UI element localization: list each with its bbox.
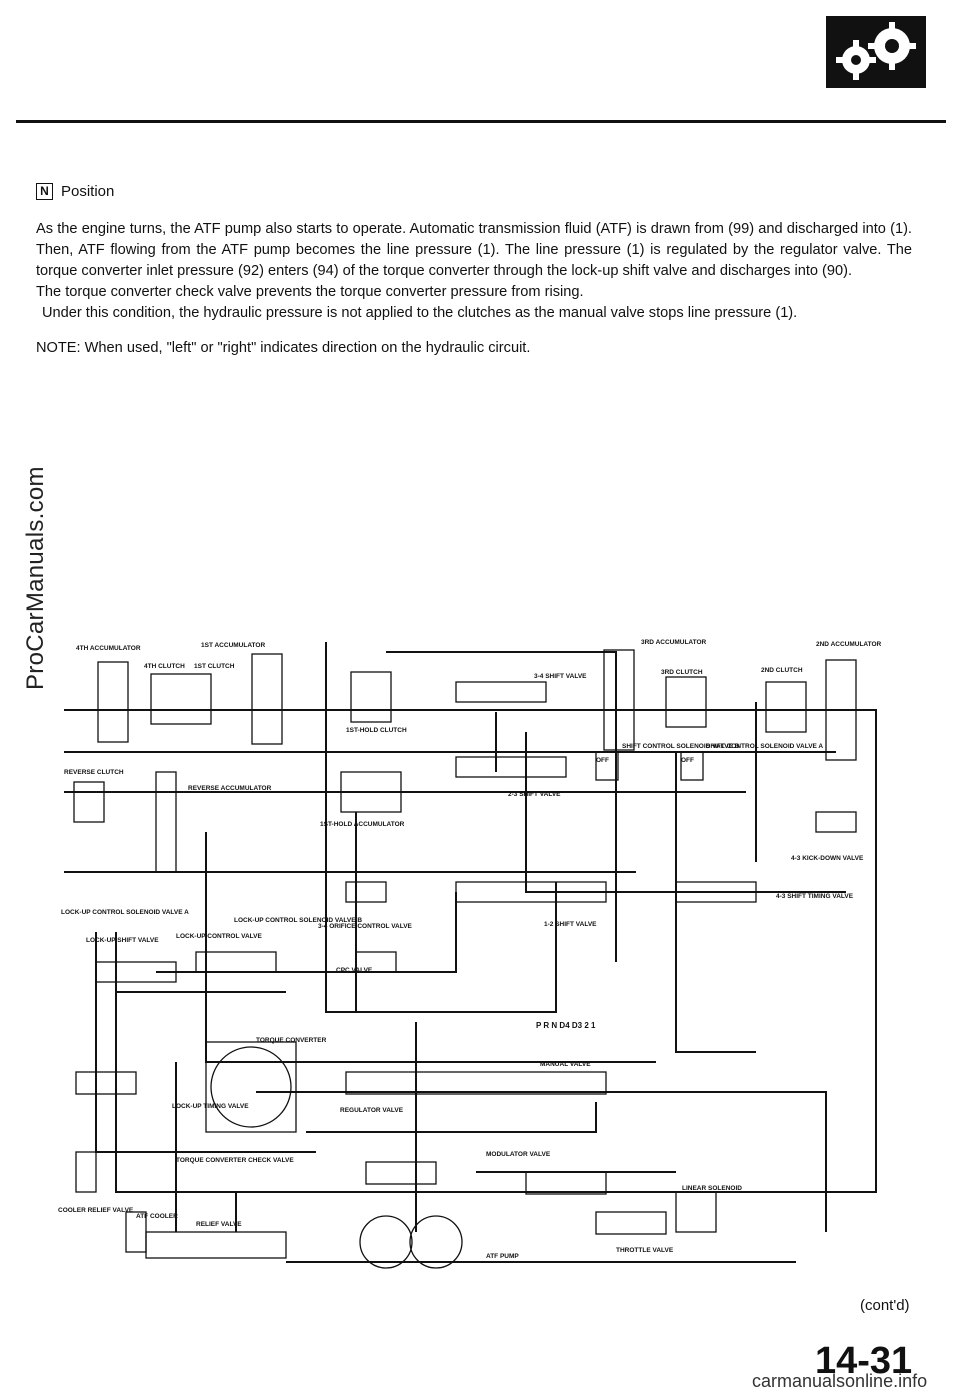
label-4th-accumulator: 4TH ACCUMULATOR [76,645,141,652]
gears-icon [826,16,926,88]
page-number: 14-31 [815,1340,913,1382]
label-2-3-shift-valve: 2-3 SHIFT VALVE [508,791,561,798]
label-lockup-timing-valve: LOCK-UP TIMING VALVE [172,1103,249,1110]
label-atf-cooler: ATF COOLER [136,1213,178,1220]
position-word: Position [61,183,115,200]
label-regulator-valve: REGULATOR VALVE [340,1107,404,1114]
continued-note: (cont'd) [860,1297,910,1314]
label-reverse-accumulator: REVERSE ACCUMULATOR [188,785,272,792]
label-orifice-control-valve: 3-4 ORIFICE CONTROL VALVE [318,923,413,930]
label-lockup-control-valve: LOCK-UP CONTROL VALVE [176,933,262,940]
paragraph-1: As the engine turns, the ATF pump also s… [36,221,912,279]
label-3rd-accumulator: 3RD ACCUMULATOR [641,639,707,646]
label-cooler-relief-valve: COOLER RELIEF VALVE [58,1207,134,1214]
label-2nd-clutch: 2ND CLUTCH [761,667,803,674]
label-solenoid-b: SHIFT CONTROL SOLENOID VALVE B [622,743,740,750]
label-manual-valve: MANUAL VALVE [540,1061,591,1068]
label-cpc-valve: CPC VALVE [336,967,373,974]
footer-watermark: carmanualsonline.info [752,1371,928,1391]
label-1st-clutch: 1ST CLUTCH [194,663,235,670]
label-atf-pump: ATF PUMP [486,1253,519,1260]
label-3rd-clutch: 3RD CLUTCH [661,669,703,676]
section-heading: N Position [36,183,114,200]
label-lockup-solenoid-b: LOCK-UP CONTROL SOLENOID VALVE B [234,917,362,924]
label-kickdown-valve: 4-3 KICK-DOWN VALVE [791,855,864,862]
header-rule [16,120,946,123]
label-1st-accumulator: 1ST ACCUMULATOR [201,642,265,649]
label-1st-hold-accumulator: 1ST-HOLD ACCUMULATOR [320,821,405,828]
paragraph-2: The torque converter check valve prevent… [36,284,584,300]
label-lockup-shift-valve: LOCK-UP SHIFT VALVE [86,937,159,944]
label-selector-positions: P R N D4 D3 2 1 [536,1021,596,1030]
paragraph-3: Under this condition, the hydraulic pres… [42,305,798,321]
label-lockup-solenoid-a: LOCK-UP CONTROL SOLENOID VALVE A [61,909,189,916]
label-3-4-shift-valve: 3-4 SHIFT VALVE [534,673,587,680]
label-1-2-shift-valve: 1-2 SHIFT VALVE [544,921,597,928]
label-reverse-clutch: REVERSE CLUTCH [64,769,124,776]
note: NOTE: When used, "left" or "right" indic… [36,340,531,356]
label-4th-clutch: 4TH CLUTCH [144,663,185,670]
label-solenoid-a: SHIFT CONTROL SOLENOID VALVE A [706,743,823,750]
label-off-a: OFF [681,757,694,764]
label-off-b: OFF [596,757,609,764]
hydraulic-circuit-diagram: 4TH ACCUMULATOR 1ST ACCUMULATOR 3RD ACCU… [58,639,882,1269]
label-relief-valve: RELIEF VALVE [196,1221,242,1228]
label-throttle-valve: THROTTLE VALVE [616,1247,674,1254]
label-torque-converter: TORQUE CONVERTER [256,1037,327,1044]
label-4-3-timing-valve: 4-3 SHIFT TIMING VALVE [776,893,854,900]
label-linear-solenoid: LINEAR SOLENOID [682,1185,742,1192]
label-modulator-valve: MODULATOR VALVE [486,1151,551,1158]
label-1st-hold-clutch: 1ST-HOLD CLUTCH [346,727,407,734]
position-letter-box: N [36,183,53,200]
label-2nd-accumulator: 2ND ACCUMULATOR [816,641,882,648]
label-torque-converter-check-valve: TORQUE CONVERTER CHECK VALVE [176,1157,294,1164]
side-watermark: ProCarManuals.com [22,466,49,690]
body-text: As the engine turns, the ATF pump also s… [36,219,912,359]
